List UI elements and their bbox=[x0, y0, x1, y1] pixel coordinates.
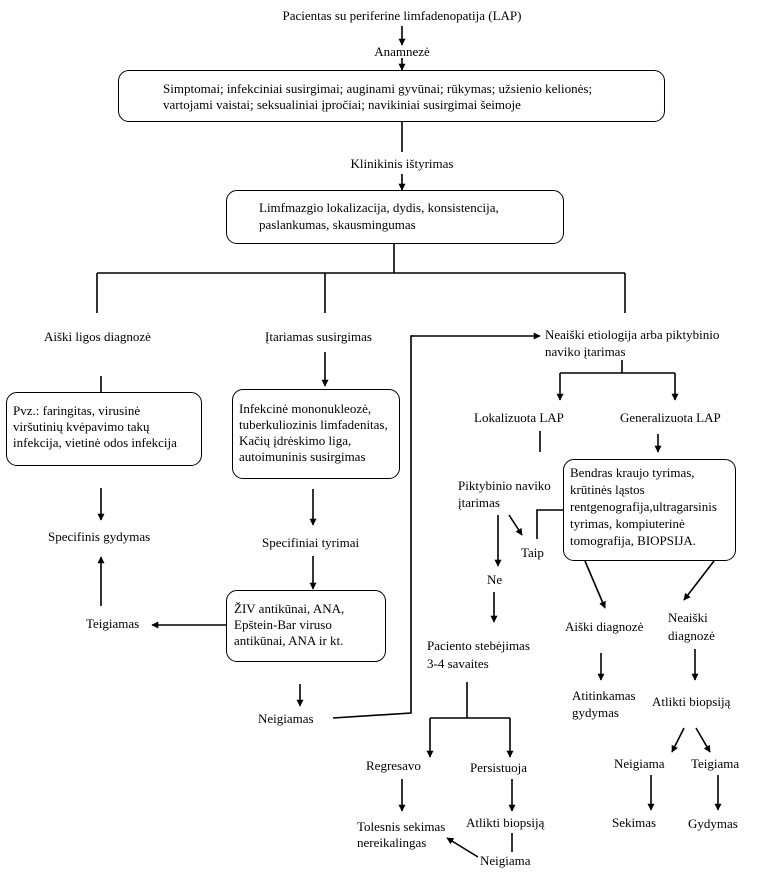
klinikinis-box: Limfmazgio lokalizacija, dydis, konsiste… bbox=[226, 190, 564, 244]
arrow-biopsy-to-neg bbox=[671, 727, 685, 753]
tests-box-line-1: ŽIV antikūnai, ANA, bbox=[234, 601, 345, 616]
arrow-biopsy-to-pos bbox=[695, 727, 711, 753]
suspected-label: Įtariamas susirgimas bbox=[265, 329, 372, 344]
line-yes-to-box bbox=[536, 509, 570, 539]
anamneze-box: Simptomai; infekciniai susirgimai; augin… bbox=[118, 70, 665, 122]
treatment-right-label: Gydymas bbox=[688, 816, 738, 831]
arrow-to-yes bbox=[508, 514, 523, 536]
malignancy-label-2: įtarimas bbox=[458, 495, 500, 510]
gen-box-line-4: tyrimas, kompiuterinė bbox=[570, 516, 685, 531]
anamneze-box-line-1: Simptomai; infekciniai susirgimai; augin… bbox=[163, 81, 593, 96]
unclear-label-2: naviko įtarimas bbox=[545, 344, 626, 359]
regress-label: Regresavo bbox=[366, 758, 421, 773]
no-label: Ne bbox=[487, 572, 503, 587]
unclear-label-1: Neaiški etiologija arba piktybinio bbox=[545, 327, 720, 342]
specific-treatment-label: Specifinis gydymas bbox=[48, 529, 151, 544]
unclear-dx-label-2: diagnozė bbox=[668, 628, 715, 643]
positive-label: Teigiamas bbox=[86, 616, 140, 631]
gen-box-line-5: tomografija, BIOPSIJA. bbox=[570, 533, 697, 548]
arrow-box-to-unclear-dx bbox=[683, 560, 715, 601]
generalized-label: Generalizuota LAP bbox=[620, 410, 721, 425]
followup-label: Sekimas bbox=[612, 815, 657, 830]
gen-box-line-3: rentgenografija,ultragarsinis bbox=[570, 499, 717, 514]
suspected-box: Infekcinė mononukleozė, tuberkuliozinis … bbox=[232, 389, 400, 479]
suspected-box-line-2: tuberkuliozinis limfadenitas, bbox=[239, 417, 388, 432]
clear-box-line-1: Pvz.: faringitas, virusinė bbox=[13, 403, 141, 418]
anamneze-box-line-2: vartojami vaistai; seksualiniai įpročiai… bbox=[163, 97, 521, 112]
tests-box-line-2: Epštein-Bar viruso bbox=[234, 617, 332, 632]
clear-box-line-2: viršutinių kvėpavimo takų bbox=[13, 419, 150, 434]
neg-right-label: Neigiama bbox=[614, 756, 665, 771]
observe-label-1: Paciento stebėjimas bbox=[427, 638, 530, 653]
persist-label: Persistuoja bbox=[470, 760, 528, 775]
generalized-box: Bendras kraujo tyrimas, krūtinės ląstos … bbox=[563, 459, 736, 561]
localized-label: Lokalizuota LAP bbox=[474, 410, 564, 425]
suspected-box-line-3: Kačių įdrėskimo liga, bbox=[239, 433, 352, 448]
observe-label-2: 3-4 savaites bbox=[427, 656, 489, 671]
arrow-negative-to-nofollow bbox=[446, 837, 479, 858]
biopsy-negative-label: Neigiama bbox=[480, 853, 531, 868]
klinikinis-label: Klinikinis ištyrimas bbox=[350, 156, 454, 171]
biopsy-left-label: Atlikti biopsiją bbox=[466, 815, 545, 830]
anamneze-label: Anamnezė bbox=[374, 44, 430, 59]
diagram-title: Pacientas su periferine limfadenopatija … bbox=[282, 8, 522, 23]
unclear-dx-label-1: Neaiški bbox=[668, 610, 708, 625]
gen-box-line-2: krūtinės ląstos bbox=[570, 482, 645, 497]
appropriate-tx-label-2: gydymas bbox=[572, 705, 619, 720]
arrow-box-to-clear-dx bbox=[584, 560, 606, 609]
clear-diagnosis-box: Pvz.: faringitas, virusinė viršutinių kv… bbox=[6, 392, 202, 466]
klinikinis-box-line-1: Limfmazgio lokalizacija, dydis, konsiste… bbox=[259, 200, 499, 215]
tests-box: ŽIV antikūnai, ANA, Epštein-Bar viruso a… bbox=[226, 590, 386, 662]
specific-tests-label: Specifiniai tyrimai bbox=[262, 535, 360, 550]
yes-label: Taip bbox=[521, 545, 544, 560]
no-followup-label-2: nereikalingas bbox=[357, 835, 427, 850]
clear-diagnosis-label: Aiški ligos diagnozė bbox=[44, 329, 151, 344]
suspected-box-line-1: Infekcinė mononukleozė, bbox=[239, 401, 372, 416]
no-followup-label-1: Tolesnis sekimas bbox=[357, 819, 446, 834]
tests-box-line-3: antikūnai, ANA ir kt. bbox=[234, 633, 344, 648]
pos-right-label: Teigiama bbox=[691, 756, 740, 771]
clear-dx-label: Aiški diagnozė bbox=[565, 619, 644, 634]
klinikinis-box-line-2: paslankumas, skausmingumas bbox=[259, 217, 416, 232]
malignancy-label-1: Piktybinio naviko bbox=[458, 478, 551, 493]
clear-box-line-3: infekcija, vietinė odos infekcija bbox=[13, 435, 177, 450]
negative-label: Neigiamas bbox=[258, 711, 314, 726]
biopsy-right-label: Atlikti biopsiją bbox=[652, 694, 731, 709]
suspected-box-line-4: autoimuninis susirgimas bbox=[239, 449, 366, 464]
gen-box-line-1: Bendras kraujo tyrimas, bbox=[570, 465, 695, 480]
appropriate-tx-label-1: Atitinkamas bbox=[572, 688, 636, 703]
